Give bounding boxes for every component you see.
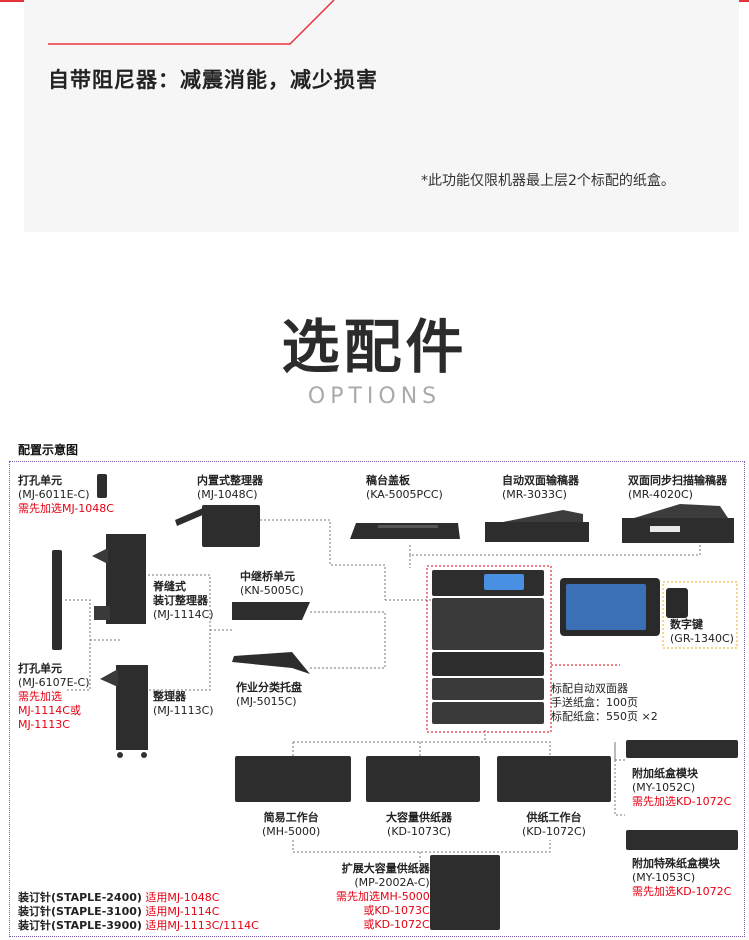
inner-finisher-image — [202, 505, 260, 547]
keypad-image — [666, 588, 688, 618]
platen-cover-image — [350, 523, 460, 539]
punch-unit-1-image — [97, 474, 107, 498]
env-tray-label: 附加特殊纸盒模块 (MY-1053C) 需先加选KD-1072C — [632, 857, 732, 898]
finisher-image — [100, 665, 148, 758]
feature-headline: 自带阻尼器：减震消能，减少损害 — [48, 68, 378, 92]
punch1-label: 打孔单元 (MJ-6011E-C) 需先加选MJ-1048C — [18, 474, 114, 515]
punch2-label: 打孔单元 (MJ-6107E-C) 需先加选 MJ-1114C或 MJ-1113… — [18, 662, 90, 731]
bridge-unit-label: 中继桥单元 (KN-5005C) — [240, 570, 304, 597]
ext-lcf-image — [430, 855, 500, 930]
add-tray-image — [626, 740, 738, 758]
radf-image — [485, 510, 589, 542]
inner-finisher-label: 内置式整理器 (MJ-1048C) — [197, 474, 263, 501]
staple-item: 装订针(STAPLE-2400) 适用MJ-1048C — [18, 891, 220, 904]
diagram-frame — [9, 461, 745, 937]
dsdf-image — [622, 504, 734, 543]
section-subtitle: OPTIONS — [307, 384, 442, 409]
lcf-label: 大容量供纸器 (KD-1073C) — [386, 811, 452, 838]
accent-slash-decoration — [48, 0, 335, 45]
section-title: 选配件 — [281, 313, 468, 381]
lcf-image — [366, 756, 480, 802]
saddle-finisher-label: 脊缝式 装订整理器 (MJ-1114C) — [153, 580, 214, 621]
finisher-label: 整理器 (MJ-1113C) — [153, 690, 214, 717]
add-tray-label: 附加纸盒模块 (MY-1052C) 需先加选KD-1072C — [632, 767, 732, 808]
machine-touchscreen — [484, 574, 524, 590]
inner-finisher-tray-image — [175, 508, 205, 526]
env-tray-image — [626, 830, 738, 850]
dsdf-label: 双面同步扫描输稿器 (MR-4020C) — [628, 474, 727, 501]
standard-config-label: 标配自动双面器 手送纸盒：100页 标配纸盒：550页 ×2 — [551, 682, 658, 723]
punch-unit-2-image — [52, 550, 62, 650]
pfu-label: 供纸工作台 (KD-1072C) — [522, 811, 586, 838]
staple-item: 装订针(STAPLE-3100) 适用MJ-1114C — [18, 905, 220, 918]
job-tray-image — [232, 652, 310, 674]
staple-list: 装订针(STAPLE-2400) 适用MJ-1048C 装订针(STAPLE-3… — [18, 891, 259, 933]
platen-cover-label: 稿台盖板 (KA-5005PCC) — [366, 474, 443, 501]
stand-label: 简易工作台 (MH-5000) — [262, 811, 321, 838]
feature-card — [24, 0, 739, 232]
feature-footnote: *此功能仅限机器最上层2个标配的纸盒。 — [421, 173, 675, 189]
staple-item: 装订针(STAPLE-3900) 适用MJ-1113C/1114C — [18, 919, 259, 932]
bridge-unit-image — [232, 602, 310, 620]
saddle-finisher-image — [92, 534, 146, 624]
pfu-image — [497, 756, 611, 802]
keypad-label: 数字键 (GR-1340C) — [670, 618, 734, 645]
control-panel-image — [560, 578, 660, 636]
stand-image — [235, 756, 351, 802]
ext-lcf-label: 扩展大容量供纸器 (MP-2002A-C) 需先加选MH-5000 或KD-10… — [336, 862, 430, 931]
main-machine-image — [432, 570, 544, 730]
job-tray-label: 作业分类托盘 (MJ-5015C) — [236, 681, 302, 708]
radf-label: 自动双面输稿器 (MR-3033C) — [502, 474, 579, 501]
diagram-title: 配置示意图 — [18, 443, 79, 457]
